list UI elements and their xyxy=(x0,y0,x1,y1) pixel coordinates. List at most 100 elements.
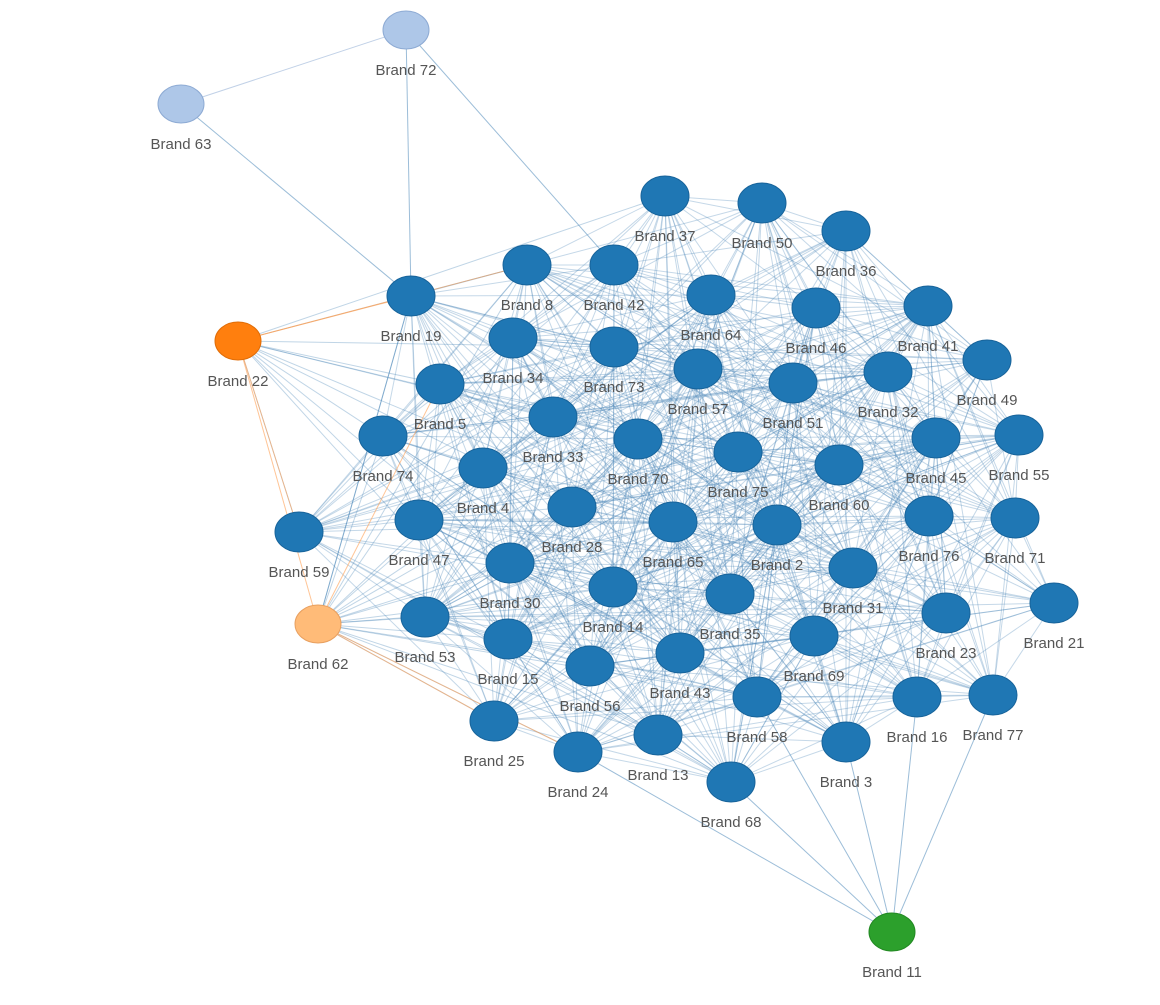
node-brand-16[interactable] xyxy=(892,676,942,718)
edge-brand-34-brand-77 xyxy=(512,337,994,696)
node-brand-28[interactable] xyxy=(547,486,597,528)
node-brand-32[interactable] xyxy=(863,351,913,393)
node-brand-73[interactable] xyxy=(589,326,639,368)
edge-brand-50-brand-60 xyxy=(761,202,840,466)
node-brand-70[interactable] xyxy=(613,418,663,460)
node-brand-8[interactable] xyxy=(502,244,552,286)
edge-brand-22-brand-8 xyxy=(237,264,528,342)
edge-brand-28-brand-31 xyxy=(571,506,854,569)
node-brand-59[interactable] xyxy=(274,511,324,553)
edge-brand-4-brand-3 xyxy=(482,467,847,743)
node-brand-5[interactable] xyxy=(415,363,465,405)
node-label-brand-30: Brand 30 xyxy=(480,595,541,612)
node-brand-37[interactable] xyxy=(640,175,690,217)
node-brand-64[interactable] xyxy=(686,274,736,316)
edge-brand-51-brand-71 xyxy=(792,382,1016,519)
node-brand-31[interactable] xyxy=(828,547,878,589)
edge-brand-64-brand-21 xyxy=(710,294,1055,604)
node-brand-36[interactable] xyxy=(821,210,871,252)
node-brand-47[interactable] xyxy=(394,499,444,541)
node-label-brand-15: Brand 15 xyxy=(478,671,539,688)
node-brand-58[interactable] xyxy=(732,676,782,718)
edge-brand-45-brand-35 xyxy=(729,437,937,595)
node-brand-51[interactable] xyxy=(768,362,818,404)
node-label-brand-42: Brand 42 xyxy=(584,297,645,314)
node-brand-24[interactable] xyxy=(553,731,603,773)
edge-brand-5-brand-13 xyxy=(439,383,659,736)
node-brand-22[interactable] xyxy=(214,321,262,361)
node-brand-35[interactable] xyxy=(705,573,755,615)
edge-brand-46-brand-65 xyxy=(672,307,817,523)
edge-brand-41-brand-57 xyxy=(697,305,929,370)
node-brand-33[interactable] xyxy=(528,396,578,438)
node-brand-41[interactable] xyxy=(903,285,953,327)
edge-brand-65-brand-31 xyxy=(672,521,854,569)
edge-brand-37-brand-8 xyxy=(526,195,666,266)
edge-brand-19-brand-74 xyxy=(382,295,412,437)
edge-brand-70-brand-14 xyxy=(612,438,639,588)
node-brand-49[interactable] xyxy=(962,339,1012,381)
node-brand-34[interactable] xyxy=(488,317,538,359)
node-brand-60[interactable] xyxy=(814,444,864,486)
node-brand-57[interactable] xyxy=(673,348,723,390)
edge-brand-70-brand-47 xyxy=(418,438,639,521)
node-label-brand-34: Brand 34 xyxy=(483,370,544,387)
node-brand-63[interactable] xyxy=(157,84,205,124)
edge-brand-60-brand-43 xyxy=(679,464,840,654)
node-brand-56[interactable] xyxy=(565,645,615,687)
edge-brand-55-brand-2 xyxy=(776,434,1020,526)
node-brand-65[interactable] xyxy=(648,501,698,543)
edge-brand-57-brand-33 xyxy=(552,368,699,418)
node-brand-25[interactable] xyxy=(469,700,519,742)
node-brand-68[interactable] xyxy=(706,761,756,803)
node-label-brand-63: Brand 63 xyxy=(151,136,212,153)
node-brand-69[interactable] xyxy=(789,615,839,657)
node-brand-74[interactable] xyxy=(358,415,408,457)
node-brand-30[interactable] xyxy=(485,542,535,584)
edge-brand-73-brand-59 xyxy=(298,346,615,533)
edge-brand-25-brand-68 xyxy=(493,720,732,783)
node-brand-72[interactable] xyxy=(382,10,430,50)
edge-brand-41-brand-59 xyxy=(298,305,929,533)
node-brand-75[interactable] xyxy=(713,431,763,473)
node-brand-3[interactable] xyxy=(821,721,871,763)
node-brand-55[interactable] xyxy=(994,414,1044,456)
edge-brand-75-brand-16 xyxy=(737,451,918,698)
edge-brand-70-brand-15 xyxy=(507,438,639,640)
edge-brand-62-brand-57 xyxy=(317,368,699,625)
node-brand-50[interactable] xyxy=(737,182,787,224)
edge-brand-70-brand-31 xyxy=(637,438,854,569)
node-brand-76[interactable] xyxy=(904,495,954,537)
edge-brand-32-brand-56 xyxy=(589,371,889,667)
edge-brand-14-brand-68 xyxy=(612,586,732,783)
edge-brand-46-brand-60 xyxy=(815,307,840,466)
node-brand-71[interactable] xyxy=(990,497,1040,539)
node-brand-11[interactable] xyxy=(868,912,916,952)
edge-brand-19-brand-64 xyxy=(410,294,712,297)
edge-brand-50-brand-55 xyxy=(761,202,1020,436)
edge-brand-8-brand-32 xyxy=(526,264,889,373)
node-brand-53[interactable] xyxy=(400,596,450,638)
edge-brand-11-brand-58 xyxy=(756,696,893,933)
node-brand-2[interactable] xyxy=(752,504,802,546)
node-brand-77[interactable] xyxy=(968,674,1018,716)
edge-brand-32-brand-33 xyxy=(552,371,889,418)
node-brand-21[interactable] xyxy=(1029,582,1079,624)
edge-brand-5-brand-47 xyxy=(418,383,441,521)
edge-brand-51-brand-55 xyxy=(792,382,1020,436)
node-brand-14[interactable] xyxy=(588,566,638,608)
edge-brand-47-brand-21 xyxy=(418,519,1055,604)
node-brand-43[interactable] xyxy=(655,632,705,674)
node-brand-13[interactable] xyxy=(633,714,683,756)
node-brand-42[interactable] xyxy=(589,244,639,286)
node-brand-4[interactable] xyxy=(458,447,508,489)
edge-brand-62-brand-70 xyxy=(317,438,639,625)
edge-brand-76-brand-21 xyxy=(928,515,1055,604)
node-brand-46[interactable] xyxy=(791,287,841,329)
node-brand-19[interactable] xyxy=(386,275,436,317)
edge-brand-62-brand-13 xyxy=(317,623,659,736)
node-brand-15[interactable] xyxy=(483,618,533,660)
node-brand-45[interactable] xyxy=(911,417,961,459)
node-brand-23[interactable] xyxy=(921,592,971,634)
node-brand-62[interactable] xyxy=(294,604,342,644)
